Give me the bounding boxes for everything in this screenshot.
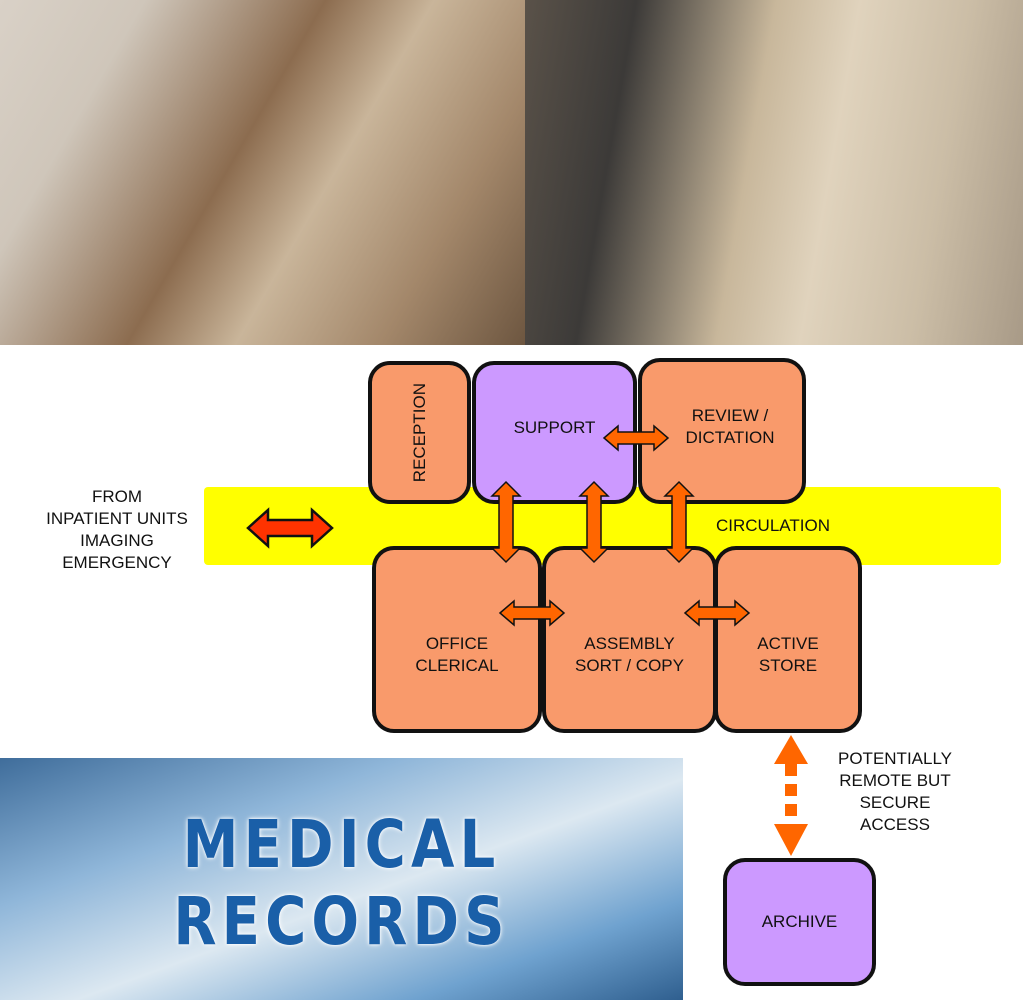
office-assembly-arrow-icon: [498, 599, 566, 627]
medical-records-title: MEDICAL RECORDS: [173, 806, 510, 960]
access-line: SECURE: [859, 793, 931, 812]
assembly-box: ASSEMBLY SORT / COPY: [542, 546, 717, 733]
assembly-label: ASSEMBLY: [584, 633, 675, 653]
access-arrow-down-icon: [774, 824, 808, 856]
store-label: STORE: [758, 655, 818, 675]
source-line: FROM: [91, 487, 143, 506]
assembly-store-arrow-icon: [683, 599, 751, 627]
review-assembly-arrow-icon: [663, 480, 695, 564]
support-assembly-arrow-icon: [578, 480, 610, 564]
active-label: ACTIVE: [757, 633, 819, 653]
support-office-arrow-icon: [490, 480, 522, 564]
access-line: ACCESS: [860, 815, 930, 834]
entry-arrow-icon: [246, 507, 334, 549]
filing-records-photo: [0, 0, 525, 345]
source-line: EMERGENCY: [62, 553, 172, 572]
clinicians-computer-photo: [525, 0, 1023, 345]
source-line: IMAGING: [80, 531, 154, 550]
review-dictation-box: REVIEW / DICTATION: [638, 358, 806, 504]
dictation-label: DICTATION: [685, 428, 775, 447]
support-label: SUPPORT: [513, 418, 596, 437]
access-note: POTENTIALLY REMOTE BUT SECURE ACCESS: [815, 748, 975, 836]
archive-label: ARCHIVE: [761, 912, 838, 931]
circulation-label: CIRCULATION: [716, 516, 830, 535]
reception-box: RECEPTION: [368, 361, 471, 504]
office-label: OFFICE: [425, 633, 489, 653]
support-review-arrow-icon: [602, 424, 670, 452]
medical-records-photo: MEDICAL RECORDS: [0, 758, 683, 1000]
review-label: REVIEW /: [691, 406, 769, 425]
active-store-box: ACTIVE STORE: [714, 546, 862, 733]
access-line: REMOTE BUT: [839, 771, 951, 790]
access-line: POTENTIALLY: [838, 749, 952, 768]
source-line: INPATIENT UNITS: [46, 509, 188, 528]
access-arrow-up-icon: [774, 735, 808, 764]
source-label: FROM INPATIENT UNITS IMAGING EMERGENCY: [22, 486, 212, 574]
sort-copy-label: SORT / COPY: [575, 655, 684, 675]
archive-box: ARCHIVE: [723, 858, 876, 986]
clerical-label: CLERICAL: [415, 655, 499, 675]
office-clerical-box: OFFICE CLERICAL: [372, 546, 542, 733]
